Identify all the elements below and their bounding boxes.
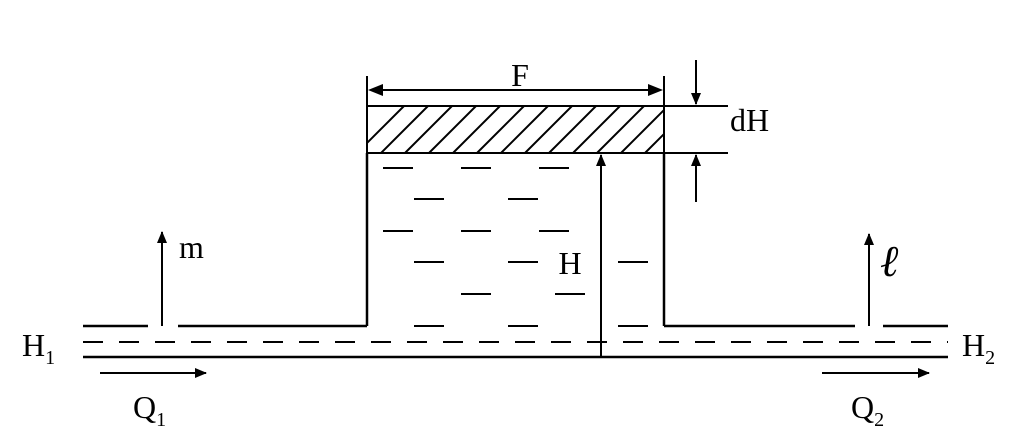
label-q2: Q2 [851, 389, 884, 431]
width-dimension [366, 76, 665, 106]
label-f: F [511, 57, 529, 93]
dh-dimension [664, 60, 728, 202]
tank-walls [365, 153, 666, 326]
label-q1: Q1 [133, 389, 166, 431]
label-dh: dH [730, 102, 769, 138]
label-h1: H1 [22, 327, 55, 369]
piston [366, 105, 665, 154]
label-l: ℓ [880, 237, 899, 286]
label-m: m [179, 229, 204, 265]
pipe-walls [83, 324, 948, 359]
tank-water-lines [383, 167, 648, 327]
label-h2: H2 [962, 327, 995, 369]
piston-hatching [367, 106, 664, 153]
label-h: H [558, 245, 581, 281]
